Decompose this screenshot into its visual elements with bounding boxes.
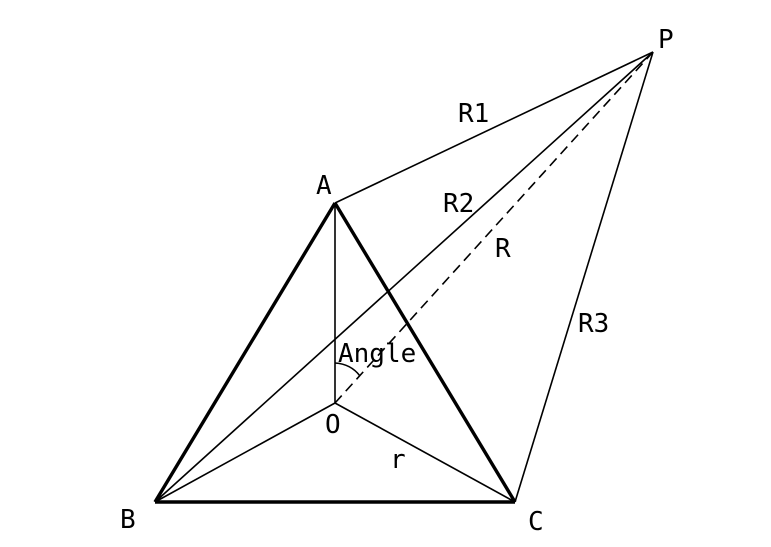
edge-a-c	[333, 202, 517, 503]
label-r-small: r	[390, 445, 406, 475]
label-o: O	[325, 410, 341, 440]
label-c: C	[528, 507, 544, 537]
label-b: B	[120, 505, 136, 535]
label-r3: R3	[578, 309, 609, 339]
angle-arc	[334, 362, 361, 377]
segment-a-p	[334, 51, 654, 204]
label-p: P	[658, 25, 674, 55]
label-a: A	[316, 171, 332, 201]
segment-b-p	[154, 51, 654, 503]
label-angle: Angle	[338, 339, 416, 369]
segment-o-b	[154, 402, 336, 503]
segment-c-p	[514, 51, 654, 503]
label-r2: R2	[443, 189, 474, 219]
label-r-big: R	[495, 234, 511, 264]
label-r1: R1	[458, 99, 489, 129]
edge-a-b	[153, 202, 337, 503]
segment-o-c	[334, 402, 516, 503]
